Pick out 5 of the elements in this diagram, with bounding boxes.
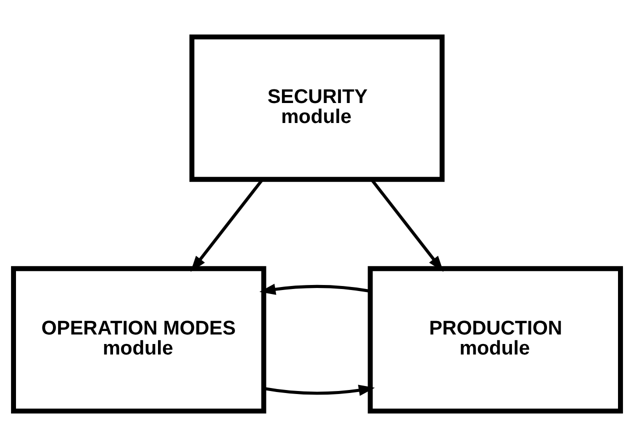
arrow	[259, 284, 370, 295]
node-box: PRODUCTION module	[368, 266, 623, 414]
node-box: OPERATION MODES module	[11, 266, 266, 414]
arrow	[264, 384, 375, 396]
node-box: SECURITY module	[189, 34, 445, 182]
